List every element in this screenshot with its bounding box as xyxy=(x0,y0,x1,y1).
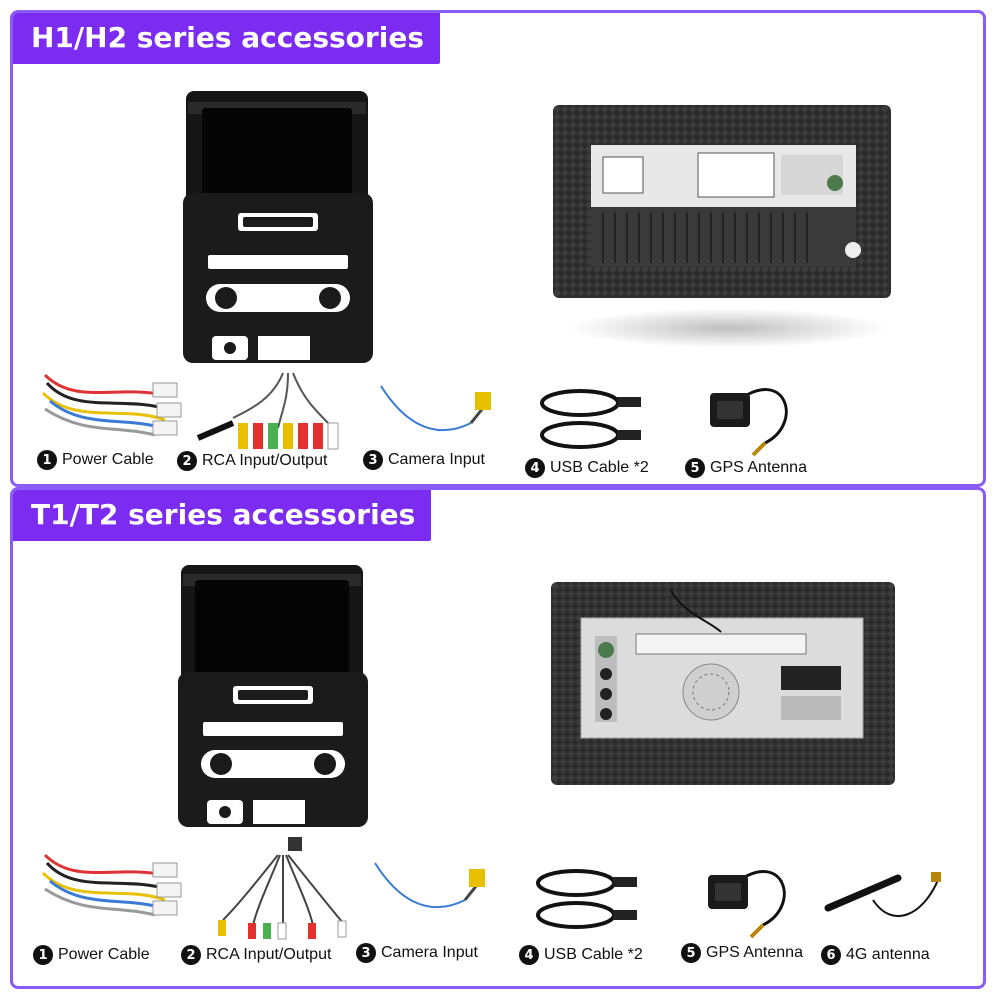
accessory-name: USB Cable *2 xyxy=(544,946,643,963)
usb-cable-image xyxy=(536,869,637,929)
gps-antenna-image xyxy=(708,870,786,939)
head-unit-back-image xyxy=(551,582,895,785)
power-cable-image xyxy=(41,853,182,917)
4g-antenna-image xyxy=(824,872,941,918)
number-badge: 2 xyxy=(181,945,201,965)
number-badge: 1 xyxy=(33,945,53,965)
power-cable-image xyxy=(41,373,182,437)
head-unit-back-image xyxy=(553,105,891,298)
accessory-label: 4 USB Cable *2 xyxy=(525,458,649,478)
section-title: T1/T2 series accessories xyxy=(13,490,432,541)
section-title: H1/H2 series accessories xyxy=(13,13,440,64)
accessory-label: 5 GPS Antenna xyxy=(681,943,803,963)
accessory-label: 1 Power Cable xyxy=(37,450,154,470)
head-unit-front-image xyxy=(178,565,368,827)
accessory-label: 2 RCA Input/Output xyxy=(181,945,331,965)
accessory-label: 1 Power Cable xyxy=(33,945,150,965)
accessory-name: Power Cable xyxy=(62,451,154,468)
unit-shadow xyxy=(568,308,888,348)
accessory-name: USB Cable *2 xyxy=(550,459,649,476)
number-badge: 5 xyxy=(685,458,705,478)
accessory-name: GPS Antenna xyxy=(710,459,807,476)
camera-cable-image xyxy=(374,862,485,909)
camera-cable-image xyxy=(380,385,491,432)
rca-cable-image xyxy=(196,372,339,450)
accessory-label: 6 4G antenna xyxy=(821,945,930,965)
accessory-name: Camera Input xyxy=(388,451,485,468)
number-badge: 4 xyxy=(519,945,539,965)
accessory-name: 4G antenna xyxy=(846,946,930,963)
number-badge: 4 xyxy=(525,458,545,478)
number-badge: 3 xyxy=(363,450,383,470)
head-unit-front-image xyxy=(183,91,373,363)
accessory-label: 3 Camera Input xyxy=(356,943,478,963)
accessory-name: GPS Antenna xyxy=(706,944,803,961)
accessory-label: 5 GPS Antenna xyxy=(685,458,807,478)
accessory-label: 2 RCA Input/Output xyxy=(177,451,327,471)
accessory-name: RCA Input/Output xyxy=(206,946,332,963)
rca-cable-image xyxy=(218,837,347,940)
number-badge: 3 xyxy=(356,943,376,963)
accessory-label: 4 USB Cable *2 xyxy=(519,945,643,965)
accessory-label: 3 Camera Input xyxy=(363,450,485,470)
accessory-name: Camera Input xyxy=(381,944,478,961)
accessory-name: Power Cable xyxy=(58,946,150,963)
number-badge: 5 xyxy=(681,943,701,963)
gps-antenna-image xyxy=(710,388,788,457)
h-series-panel: H1/H2 series accessories xyxy=(10,10,986,487)
usb-cable-image xyxy=(540,389,641,449)
accessory-name: RCA Input/Output xyxy=(202,452,328,469)
number-badge: 6 xyxy=(821,945,841,965)
t-series-panel: T1/T2 series accessories xyxy=(10,487,986,989)
number-badge: 1 xyxy=(37,450,57,470)
number-badge: 2 xyxy=(177,451,197,471)
